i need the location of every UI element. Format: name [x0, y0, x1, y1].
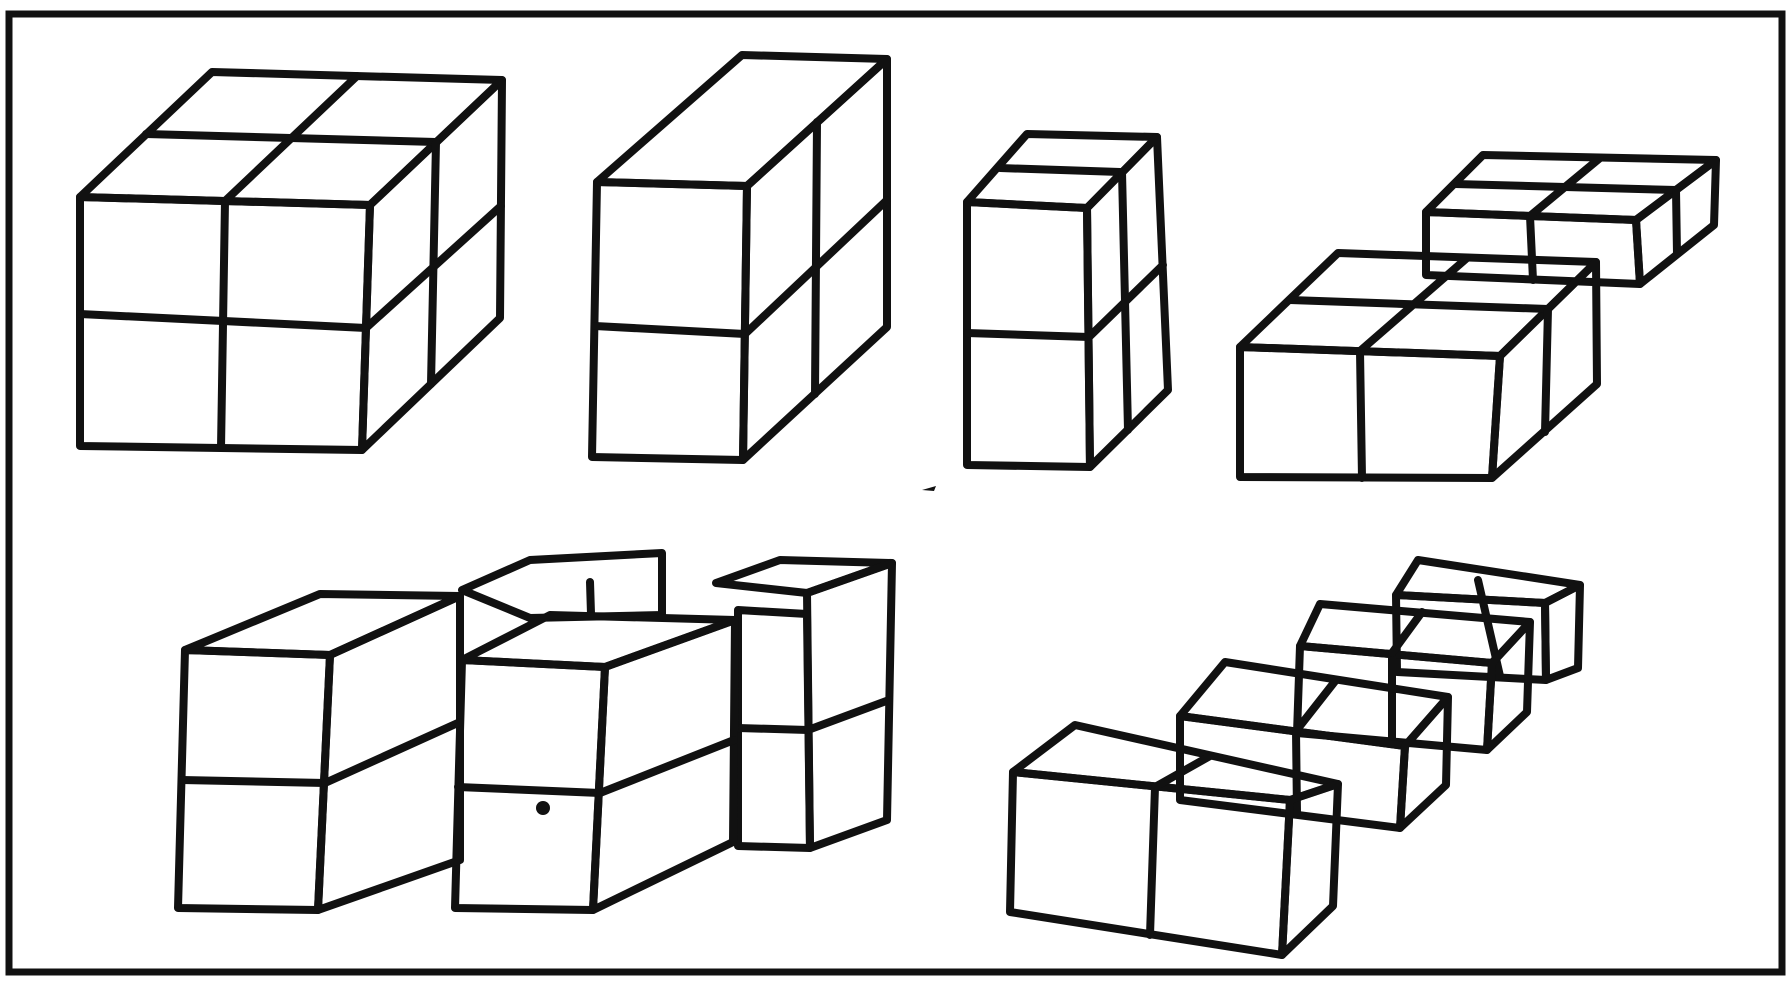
right-vertical-divider [815, 122, 817, 394]
top-divider [1000, 168, 1120, 172]
block-1-front-divider [1150, 787, 1155, 935]
ink-blot [536, 801, 550, 815]
front-slab-right-divider [1545, 309, 1548, 432]
column-3-front-divider [738, 728, 808, 730]
back-slab-right-divider [1676, 190, 1677, 254]
front-slab-front-divider [1360, 351, 1362, 478]
front-horizontal-divider [967, 333, 1089, 337]
back-slab-front-divider [1530, 216, 1533, 280]
column-2-back-divider [590, 582, 591, 614]
column-1-front-divider [182, 780, 325, 783]
